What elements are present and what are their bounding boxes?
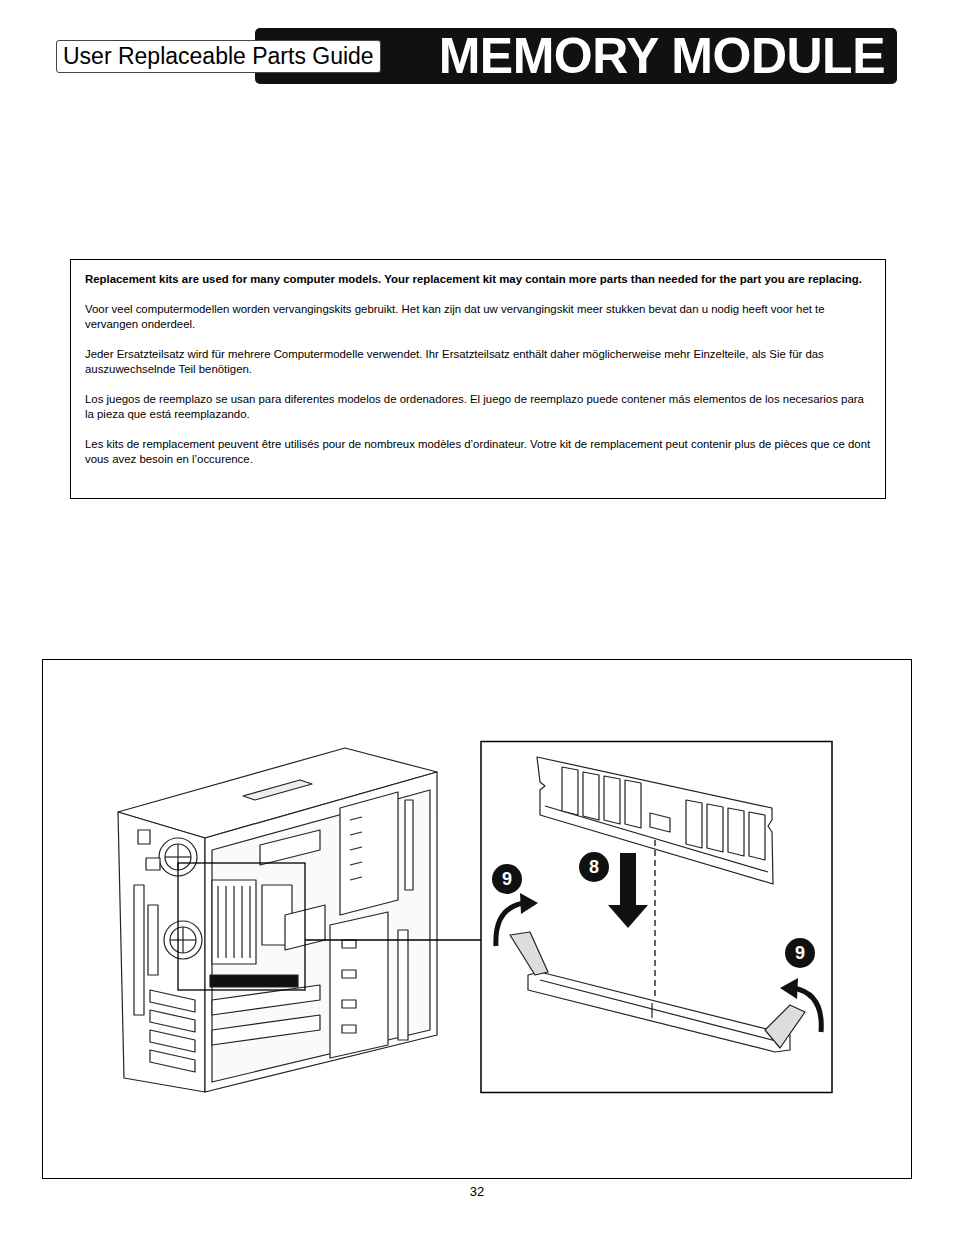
insertion-arrow — [608, 840, 655, 1000]
computer-tower-part — [233, 886, 234, 958]
dimm-socket-part — [540, 980, 780, 1042]
dimm-socket-part — [651, 1003, 652, 1018]
computer-tower-part — [182, 927, 183, 953]
insertion-arrow-part — [654, 840, 655, 1000]
memory-module-part — [604, 776, 620, 824]
callout-number: 8 — [589, 857, 599, 878]
computer-tower-part — [350, 832, 362, 835]
memory-module-part — [707, 804, 723, 852]
memory-module-part — [583, 772, 599, 820]
computer-tower — [118, 748, 437, 1092]
figure-frame-part — [43, 660, 912, 1179]
notice-paragraph: Los juegos de reemplazo se usan para dif… — [85, 392, 871, 422]
detail-highlight — [178, 863, 481, 990]
box-label: User Replaceable Parts Guide — [63, 42, 374, 70]
computer-tower-part — [243, 780, 312, 800]
computer-tower-part — [212, 790, 430, 1082]
figure-frame — [43, 660, 912, 1179]
latch-arrows-part — [780, 978, 798, 999]
computer-tower-part — [212, 880, 256, 964]
computer-tower-part — [342, 1025, 356, 1033]
computer-tower-part — [350, 847, 362, 850]
computer-tower-part — [350, 862, 362, 865]
computer-tower-part — [398, 930, 408, 1040]
latch-arrows-part — [496, 903, 524, 946]
dimm-socket-part — [510, 932, 548, 975]
latch-arrows-part — [794, 988, 821, 1032]
notice-paragraph: Replacement kits are used for many compu… — [85, 272, 871, 287]
detail-highlight-part — [305, 939, 481, 940]
notice-box: Replacement kits are used for many compu… — [70, 259, 886, 499]
computer-tower-part — [148, 905, 158, 975]
computer-tower-part — [150, 1010, 195, 1032]
computer-tower-part — [212, 1015, 320, 1045]
computer-tower-part — [249, 886, 250, 958]
callout-number: 9 — [502, 869, 512, 890]
computer-tower-part — [134, 885, 144, 1015]
figure-frame-part — [481, 742, 832, 1093]
notice-paragraph: Voor veel computermodellen worden vervan… — [85, 302, 871, 332]
memory-module-part — [749, 812, 765, 860]
computer-tower-part — [342, 940, 356, 948]
latch-arrows — [496, 893, 821, 1032]
computer-tower-part — [217, 886, 218, 958]
computer-tower-part — [350, 877, 362, 880]
computer-tower-part — [340, 792, 398, 915]
notice-paragraph: Les kits de remplacement peuvent être ut… — [85, 437, 871, 467]
computer-tower-part — [146, 858, 160, 870]
memory-module-part — [650, 813, 670, 832]
title: MEMORY MODULE — [439, 31, 885, 81]
memory-module-part — [562, 767, 578, 815]
dimm-socket — [510, 932, 805, 1052]
computer-tower-part — [170, 927, 196, 953]
memory-module-part — [728, 808, 744, 856]
computer-tower-part — [342, 970, 356, 978]
latch-arrows-part — [520, 893, 538, 914]
computer-tower-part — [350, 817, 362, 820]
computer-tower-part — [260, 830, 320, 865]
dimm-socket-part — [528, 972, 790, 1052]
detail-highlight-part — [178, 863, 305, 990]
computer-tower-part — [150, 1030, 195, 1052]
guide-label-box: User Replaceable Parts Guide — [56, 40, 381, 73]
page-number: 32 — [470, 1184, 484, 1199]
dimm-socket-part — [765, 1005, 805, 1048]
computer-tower-part — [205, 772, 437, 1092]
computer-tower-part — [210, 975, 298, 987]
callout-circle: 8 — [579, 852, 609, 882]
callout-circle: 9 — [785, 938, 815, 968]
memory-module-part — [625, 780, 641, 828]
memory-module-part — [545, 806, 768, 872]
notice-paragraph: Jeder Ersatzteilsatz wird für mehrere Co… — [85, 347, 871, 377]
computer-tower-part — [150, 990, 195, 1012]
computer-tower-part — [150, 1050, 195, 1072]
computer-tower-part — [405, 800, 413, 890]
computer-tower-part — [138, 830, 150, 844]
computer-tower-part — [342, 1000, 356, 1008]
computer-tower-part — [330, 912, 388, 1058]
computer-tower-part — [118, 812, 205, 1092]
computer-tower-part — [241, 886, 242, 958]
callout-number: 9 — [795, 943, 805, 964]
insertion-arrow-part — [608, 853, 648, 928]
callout-circle: 9 — [492, 864, 522, 894]
memory-module-part — [686, 800, 702, 848]
computer-tower-part — [164, 921, 202, 959]
computer-tower-part — [225, 886, 226, 958]
